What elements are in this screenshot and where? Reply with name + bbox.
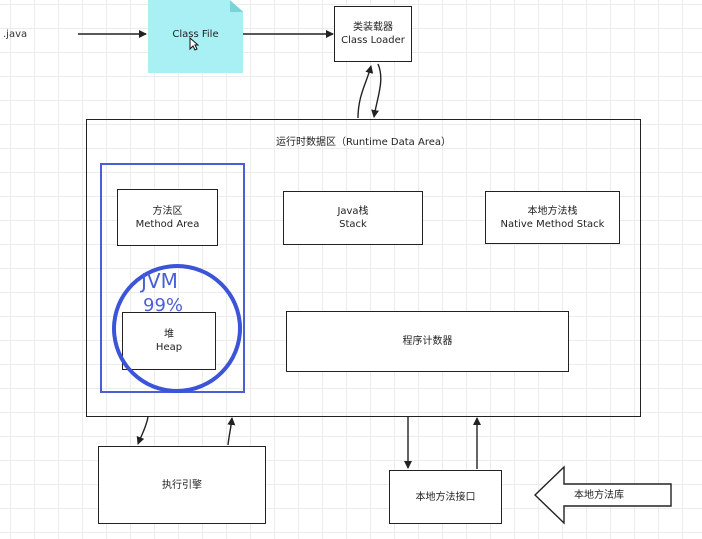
native-stack-label-en: Native Method Stack bbox=[500, 218, 605, 230]
java-stack-node[interactable]: Java栈 Stack bbox=[283, 191, 423, 245]
runtime-data-area[interactable]: 运行时数据区（Runtime Data Area） bbox=[86, 119, 641, 417]
program-counter-node[interactable]: 程序计数器 bbox=[286, 311, 569, 372]
java-stack-label-en: Stack bbox=[339, 219, 367, 230]
heap-node[interactable]: 堆 Heap bbox=[122, 312, 216, 370]
native-method-stack-node[interactable]: 本地方法栈 Native Method Stack bbox=[485, 191, 620, 244]
method-area-node[interactable]: 方法区 Method Area bbox=[117, 189, 218, 246]
heap-label-zh: 堆 bbox=[164, 329, 174, 340]
method-area-label-zh: 方法区 bbox=[152, 205, 183, 217]
heap-label-en: Heap bbox=[155, 342, 183, 353]
program-counter-label: 程序计数器 bbox=[402, 336, 453, 347]
big-arrow-native-library bbox=[533, 465, 672, 525]
class-loader-label-en: Class Loader bbox=[341, 35, 405, 46]
native-stack-label-zh: 本地方法栈 bbox=[527, 205, 578, 217]
class-file-label: Class File bbox=[172, 29, 219, 40]
execution-engine-node[interactable]: 执行引擎 bbox=[98, 446, 266, 524]
java-stack-label-zh: Java栈 bbox=[337, 206, 369, 217]
jvm-annotation-line1: JVM bbox=[141, 269, 178, 293]
arrow-area-to-engine bbox=[136, 416, 149, 445]
arrow-area-to-loader bbox=[357, 65, 374, 119]
arrow-engine-to-area bbox=[227, 417, 236, 446]
shared-area-highlight bbox=[100, 163, 245, 393]
class-loader-label-zh: 类装载器 bbox=[353, 22, 393, 33]
class-loader-node[interactable]: 类装载器 Class Loader bbox=[334, 6, 412, 62]
arrow-loader-to-area bbox=[371, 63, 382, 118]
mouse-cursor-icon bbox=[189, 37, 199, 51]
native-interface-label: 本地方法接口 bbox=[415, 491, 476, 503]
class-file-node[interactable]: Class File bbox=[148, 0, 243, 73]
native-interface-node[interactable]: 本地方法接口 bbox=[389, 470, 502, 524]
native-library-label: 本地方法库 bbox=[574, 490, 624, 501]
execution-engine-label: 执行引擎 bbox=[162, 479, 202, 491]
method-area-label-en: Method Area bbox=[135, 218, 200, 230]
java-source-label: .java bbox=[3, 29, 28, 40]
runtime-data-area-title: 运行时数据区（Runtime Data Area） bbox=[275, 137, 451, 148]
jvm-annotation-line2: 99% bbox=[143, 295, 184, 316]
